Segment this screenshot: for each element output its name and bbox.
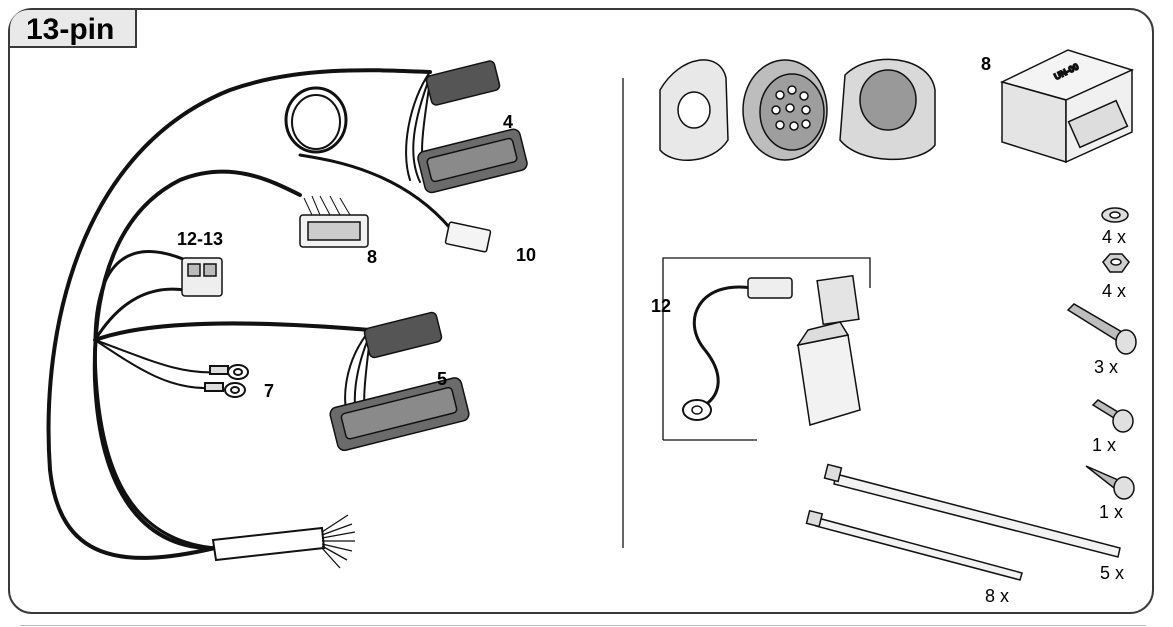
page-title: 13-pin xyxy=(26,13,115,46)
ring-terminals-7 xyxy=(204,364,249,398)
label-8-right: 8 xyxy=(981,54,992,74)
label-4: 4 xyxy=(503,112,514,132)
label-12-13: 12-13 xyxy=(177,229,224,249)
qty-washer: 4 x xyxy=(1102,227,1127,247)
qty-nut: 4 x xyxy=(1102,281,1127,301)
control-module-8: UN-00 xyxy=(999,49,1135,164)
bolt-long xyxy=(1066,303,1137,355)
socket-cover xyxy=(839,58,936,161)
cable-tie-short xyxy=(805,509,1023,581)
fuse-holder xyxy=(796,321,861,426)
socket-body xyxy=(742,59,828,161)
fuse xyxy=(816,274,860,326)
qty-tie-short: 8 x xyxy=(985,586,1010,606)
washer xyxy=(1101,207,1129,223)
self-tapping-screw xyxy=(1085,465,1135,500)
bolt-short xyxy=(1091,399,1134,433)
nut xyxy=(1102,253,1130,273)
fuse-kit-12 xyxy=(662,257,871,441)
socket-gasket xyxy=(659,59,729,161)
connector-5 xyxy=(329,311,470,452)
wiring-harness xyxy=(46,68,452,560)
qty-bolt-long: 3 x xyxy=(1094,357,1119,377)
label-5: 5 xyxy=(437,369,448,389)
connector-4 xyxy=(417,60,528,194)
connector-12-13 xyxy=(181,257,223,297)
cable-tie-long xyxy=(823,463,1121,558)
label-10: 10 xyxy=(516,245,537,265)
label-12: 12 xyxy=(651,296,672,316)
qty-bolt-short: 1 x xyxy=(1092,435,1117,455)
qty-screw: 1 x xyxy=(1099,502,1124,522)
bottom-rule xyxy=(20,625,1146,626)
connector-8-left xyxy=(299,195,369,248)
label-8-left: 8 xyxy=(367,247,378,267)
cable-sheath-end xyxy=(211,514,356,569)
diagram-frame xyxy=(8,8,1154,614)
qty-tie-long: 5 x xyxy=(1100,563,1125,583)
fuse-ground-cable xyxy=(682,277,793,421)
label-7: 7 xyxy=(264,381,275,401)
title-tab xyxy=(10,10,137,48)
connector-10 xyxy=(444,221,492,253)
